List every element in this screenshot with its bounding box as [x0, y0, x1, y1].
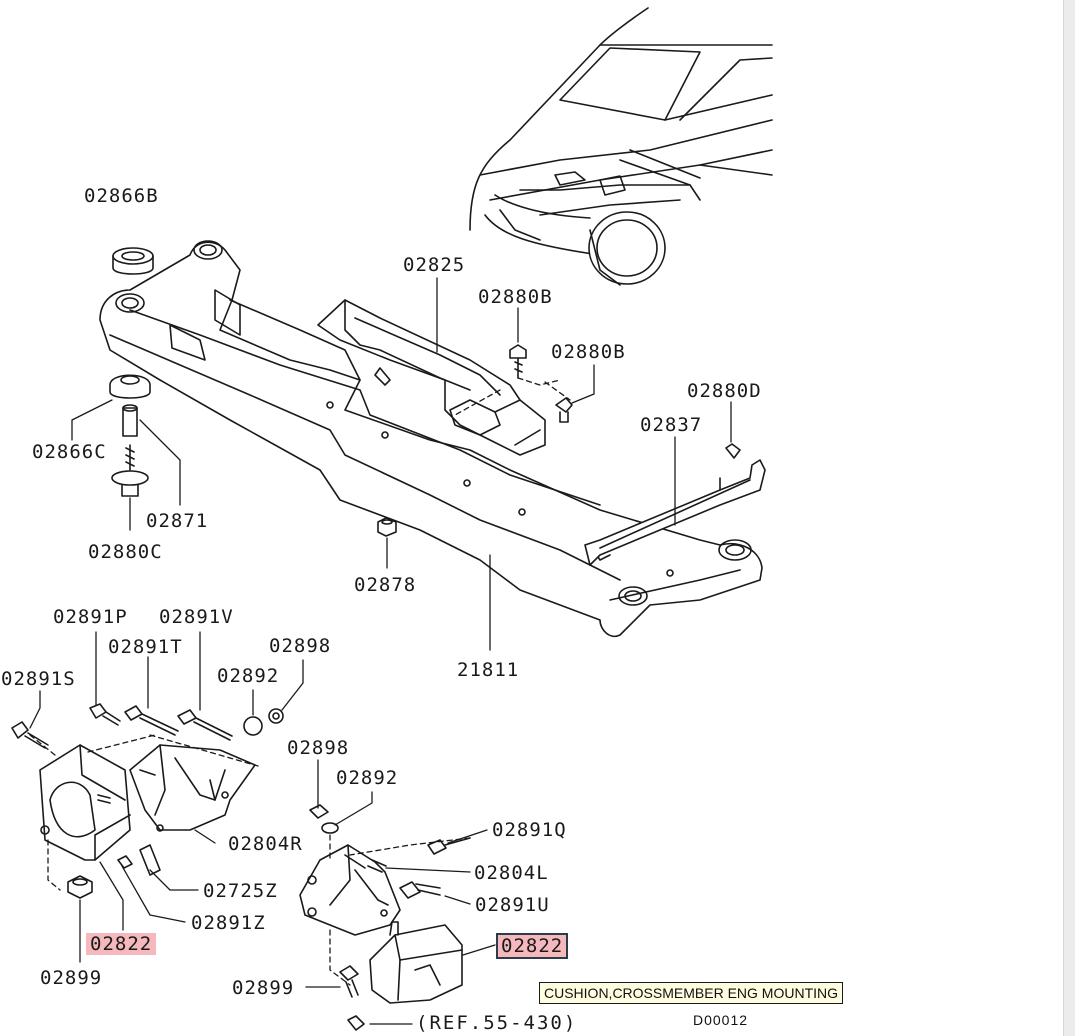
part-label-02891u[interactable]: 02891U	[475, 894, 550, 916]
part-label-02899-left[interactable]: 02899	[40, 967, 103, 989]
part-label-02804r[interactable]: 02804R	[228, 833, 303, 855]
part-label-02837[interactable]: 02837	[640, 414, 703, 436]
part-label-02891p[interactable]: 02891P	[53, 606, 128, 628]
part-label-21811[interactable]: 21811	[457, 659, 520, 681]
part-label-02866c[interactable]: 02866C	[32, 441, 107, 463]
left-mount-assembly	[11, 703, 284, 899]
leader-lines-right	[305, 759, 496, 1025]
right-mount-assembly	[299, 804, 471, 1031]
part-label-02892-upper[interactable]: 02892	[217, 665, 280, 687]
part-label-02866b[interactable]: 02866B	[84, 185, 159, 207]
part-label-02880d[interactable]: 02880D	[687, 380, 762, 402]
part-label-02891z[interactable]: 02891Z	[191, 912, 266, 934]
part-label-02880b-lower[interactable]: 02880B	[551, 341, 626, 363]
part-label-02898-upper[interactable]: 02898	[269, 635, 332, 657]
vertical-scrollbar[interactable]	[1063, 0, 1075, 1036]
part-label-02725z[interactable]: 02725Z	[203, 880, 278, 902]
part-label-02825[interactable]: 02825	[403, 254, 466, 276]
leader-lines-left	[29, 631, 304, 963]
reference-note: (REF.55-430)	[416, 1012, 578, 1034]
bracket-02825	[317, 299, 546, 456]
crossmember-21811	[99, 240, 763, 638]
part-label-02898-lower[interactable]: 02898	[287, 737, 350, 759]
leader-lines-top	[71, 277, 732, 651]
part-label-02899-right[interactable]: 02899	[232, 977, 295, 999]
fasteners-top	[109, 247, 741, 537]
vehicle-outline	[469, 7, 773, 286]
part-label-02892-lower[interactable]: 02892	[336, 767, 399, 789]
part-label-02822-left-highlighted[interactable]: 02822	[86, 933, 157, 955]
part-label-02891t[interactable]: 02891T	[108, 636, 183, 658]
part-label-02880c[interactable]: 02880C	[88, 541, 163, 563]
part-label-02804l[interactable]: 02804L	[474, 862, 549, 884]
part-label-02878[interactable]: 02878	[354, 574, 417, 596]
part-label-02822-right-selected[interactable]: 02822	[496, 933, 569, 959]
part-label-02880b-upper[interactable]: 02880B	[478, 286, 553, 308]
part-label-02871[interactable]: 02871	[146, 510, 209, 532]
part-label-02891q[interactable]: 02891Q	[492, 819, 567, 841]
part-label-02891s[interactable]: 02891S	[1, 668, 76, 690]
part-label-02891v[interactable]: 02891V	[159, 606, 234, 628]
diagram-code: D00012	[693, 1012, 749, 1028]
part-tooltip: CUSHION,CROSSMEMBER ENG MOUNTING	[539, 982, 844, 1004]
